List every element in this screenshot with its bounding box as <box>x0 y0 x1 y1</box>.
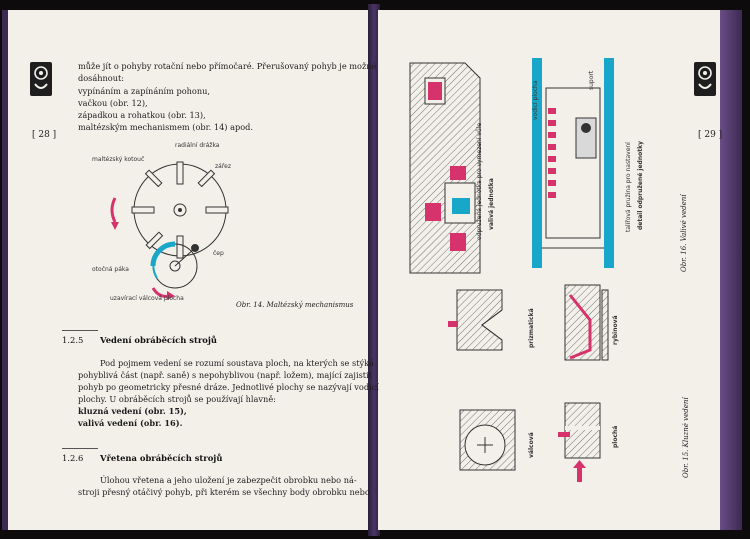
label-disc-spring: talířová pružina pro nastavení <box>625 142 632 232</box>
book-edge-left <box>2 10 8 530</box>
page-number-left: [ 28 ] <box>32 130 57 140</box>
label-cylindrical: válcová <box>528 432 535 458</box>
paragraph-line: pohyb po geometricky přesné dráze. Jedno… <box>78 382 379 392</box>
paragraph-line: stroji přesný otáčivý pohyb, při kterém … <box>78 487 370 497</box>
left-page <box>8 10 371 530</box>
paragraph-line: pohyblivá část (např. saně) s nepohybliv… <box>78 370 372 380</box>
section-number: 1.2.6 <box>62 453 84 463</box>
page-number-right: [ 29 ] <box>698 130 723 140</box>
paragraph-line: Úlohou vřetena a jeho uložení je zabezpe… <box>100 475 357 485</box>
paragraph-line: plochy. U obráběcích strojů se používají… <box>78 394 276 404</box>
label-spring-clearance: odpružená jednotka pro vymezení vůle <box>476 122 483 240</box>
label-rotating-arm: otočná páka <box>92 266 129 273</box>
book-spine <box>368 4 380 536</box>
section-rule <box>62 448 98 449</box>
section-title: Vedení obráběcích strojů <box>100 335 217 345</box>
paragraph-line: Pod pojmem vedení se rozumí soustava plo… <box>100 358 374 368</box>
label-prismatic: prizmatická <box>528 308 535 348</box>
section-rule <box>62 330 98 331</box>
label-pin: čep <box>213 250 224 257</box>
label-guide-surface: vodicí plocha <box>532 80 539 121</box>
list-item: kluzná vedení (obr. 15), <box>78 406 187 416</box>
figure-15-caption: Obr. 15. Kluzné vedení <box>682 397 690 478</box>
maltese-mechanism-figure <box>110 161 229 300</box>
book-edge-right <box>720 10 742 530</box>
rolling-guide-section-figure <box>409 62 481 274</box>
section-title: Vřetena obráběcích strojů <box>100 453 223 463</box>
intro-line-2: dosáhnout: <box>78 73 125 83</box>
chapter-badge-icon <box>694 62 716 96</box>
label-flat: plochá <box>612 425 619 448</box>
label-carriage: suport <box>588 70 595 90</box>
figure-14-caption: Obr. 14. Maltézský mechanismus <box>236 301 354 309</box>
label-radial-slot: radiální drážka <box>175 142 220 149</box>
label-sprung-detail: detail odpružené jednotky <box>637 140 644 230</box>
section-number: 1.2.5 <box>62 335 84 345</box>
label-dovetail: rybinová <box>612 315 619 345</box>
figure-16-caption: Obr. 16. Valivé vedení <box>680 194 688 272</box>
intro-line-1: může jít o pohyby rotační nebo přímočaré… <box>78 61 377 71</box>
cylindrical-guide-figure <box>459 409 516 471</box>
flat-guide-figure <box>558 402 601 482</box>
list-item: valivá vedení (obr. 16). <box>78 418 183 428</box>
sprung-unit-detail-figure <box>532 58 614 268</box>
chapter-badge-icon <box>30 62 52 96</box>
label-notch: zářez <box>215 163 232 170</box>
list-item: maltézským mechanismem (obr. 14) apod. <box>78 122 253 132</box>
list-item: vypínáním a zapínáním pohonu, <box>78 86 210 96</box>
prismatic-guide-figure <box>448 289 503 351</box>
list-item: západkou a rohatkou (obr. 13), <box>78 110 206 120</box>
dovetail-guide-figure <box>564 284 609 361</box>
label-locking-plate: uzavírací válcová plocha <box>110 295 184 302</box>
list-item: vačkou (obr. 12), <box>78 98 148 108</box>
label-rolling-unit: valivá jednotka <box>488 178 495 230</box>
label-maltese-cross: maltézský kotouč <box>92 156 145 163</box>
